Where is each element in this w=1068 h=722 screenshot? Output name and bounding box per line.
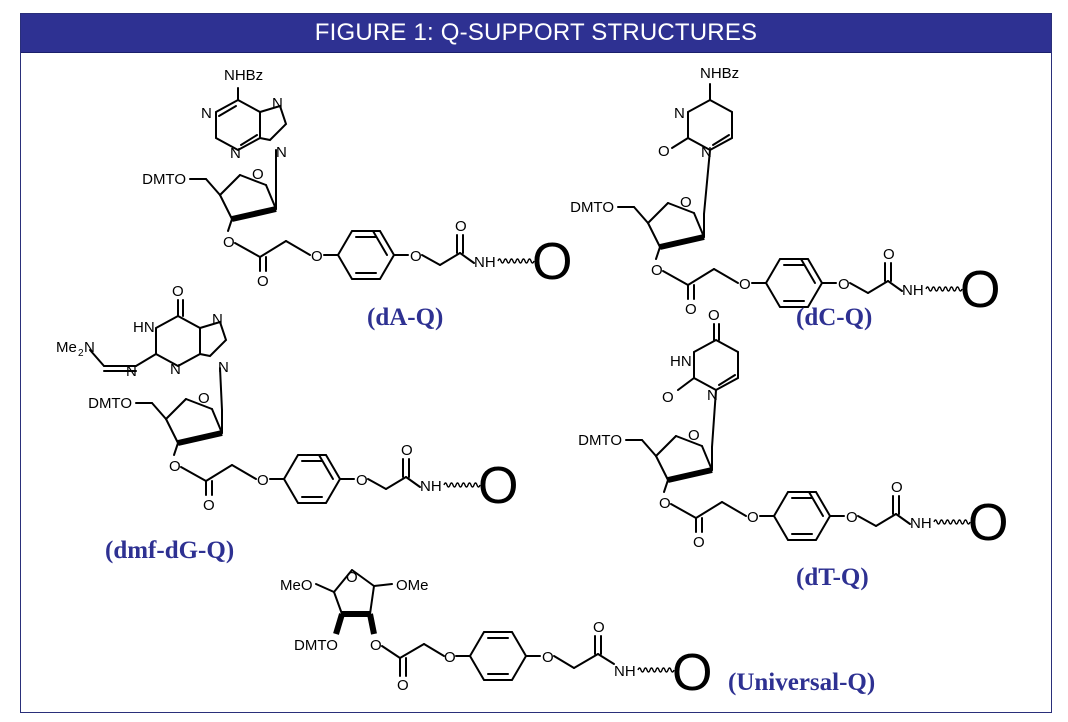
label-dc-q: (dC-Q): [796, 304, 872, 331]
svg-text:Me: Me: [56, 339, 77, 356]
svg-text:O: O: [346, 569, 358, 586]
structure-da-q: NHBz N N N N (dA-Q): [142, 67, 572, 331]
structure-dmf-dg-q: O Me 2 N N HN N N N (dmf-dG-Q): [56, 283, 518, 564]
svg-text:N: N: [272, 95, 283, 112]
structure-universal-q: O MeO OMe DMTO O O O O O NH O (Universal…: [280, 569, 875, 702]
figure-title: FIGURE 1: Q-SUPPORT STRUCTURES: [314, 19, 758, 46]
svg-text:DMTO: DMTO: [294, 637, 338, 654]
svg-text:O: O: [444, 649, 456, 666]
svg-text:O: O: [370, 637, 382, 654]
svg-text:N: N: [230, 145, 241, 162]
svg-text:NH: NH: [614, 663, 636, 680]
svg-text:O: O: [542, 649, 554, 666]
svg-text:N: N: [84, 339, 95, 356]
svg-text:N: N: [276, 144, 287, 161]
structure-dc-q: NHBz O N N (dC-Q): [570, 65, 1000, 331]
svg-text:N: N: [674, 105, 685, 122]
title-banner: FIGURE 1: Q-SUPPORT STRUCTURES: [21, 14, 1051, 53]
svg-text:N: N: [201, 105, 212, 122]
svg-text:O: O: [658, 143, 670, 160]
svg-text:HN: HN: [670, 353, 692, 370]
label-universal-q: (Universal-Q): [728, 669, 875, 696]
svg-text:N: N: [707, 387, 718, 404]
structure-dt-q: O O HN N (dT-Q): [578, 307, 1008, 591]
svg-text:N: N: [212, 311, 223, 328]
svg-text:O: O: [662, 389, 674, 406]
svg-text:N: N: [701, 144, 712, 161]
svg-text:2: 2: [78, 348, 84, 359]
label-dt-q: (dT-Q): [796, 564, 869, 591]
svg-text:HN: HN: [133, 319, 155, 336]
figure-frame: FIGURE 1: Q-SUPPORT STRUCTURES: [20, 13, 1052, 713]
svg-text:O: O: [397, 677, 409, 694]
svg-text:OMe: OMe: [396, 577, 429, 594]
nhbz-label: NHBz: [700, 65, 739, 82]
svg-text:N: N: [126, 363, 137, 380]
svg-text:N: N: [218, 359, 229, 376]
svg-text:O: O: [708, 307, 720, 324]
solid-support-icon: O: [672, 644, 712, 702]
svg-text:O: O: [172, 283, 184, 300]
label-dmf-dg-q: (dmf-dG-Q): [105, 537, 234, 564]
svg-text:N: N: [170, 361, 181, 378]
label-da-q: (dA-Q): [367, 304, 443, 331]
nhbz-label: NHBz: [224, 67, 263, 84]
svg-text:O: O: [593, 619, 605, 636]
svg-text:MeO: MeO: [280, 577, 313, 594]
